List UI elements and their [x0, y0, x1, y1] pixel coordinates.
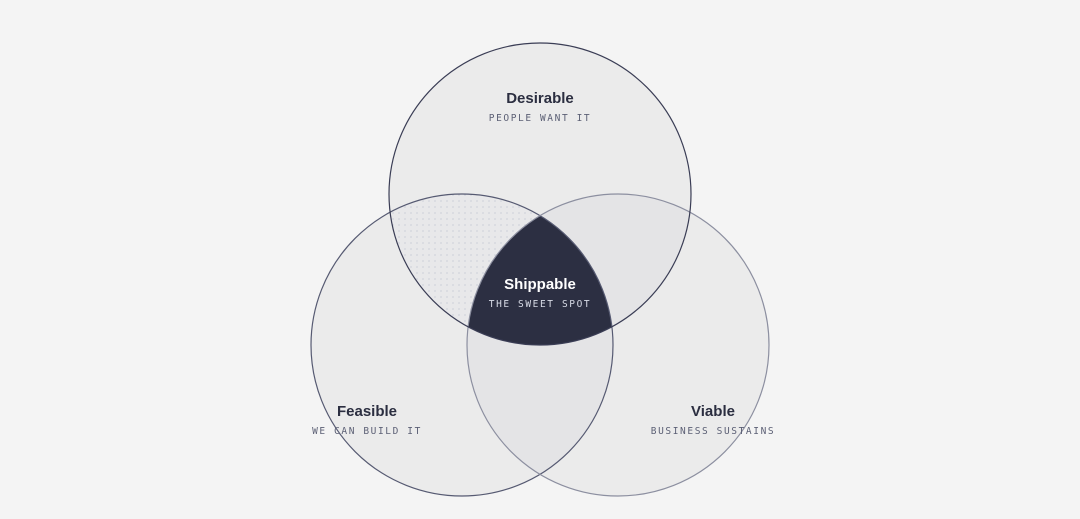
viable-title: Viable: [691, 403, 735, 420]
circle-desirable-outline: [388, 42, 692, 346]
circle-feasible-outline: [310, 193, 614, 497]
overlap-center: [467, 194, 613, 345]
desirable-title: Desirable: [506, 90, 574, 107]
viable-subtitle: BUSINESS SUSTAINS: [651, 426, 775, 437]
center-subtitle: THE SWEET SPOT: [489, 299, 591, 310]
center-title: Shippable: [504, 276, 576, 293]
feasible-title: Feasible: [337, 403, 397, 420]
desirable-subtitle: PEOPLE WANT IT: [489, 113, 591, 124]
circle-viable-outline: [466, 193, 770, 497]
feasible-subtitle: WE CAN BUILD IT: [312, 426, 422, 437]
